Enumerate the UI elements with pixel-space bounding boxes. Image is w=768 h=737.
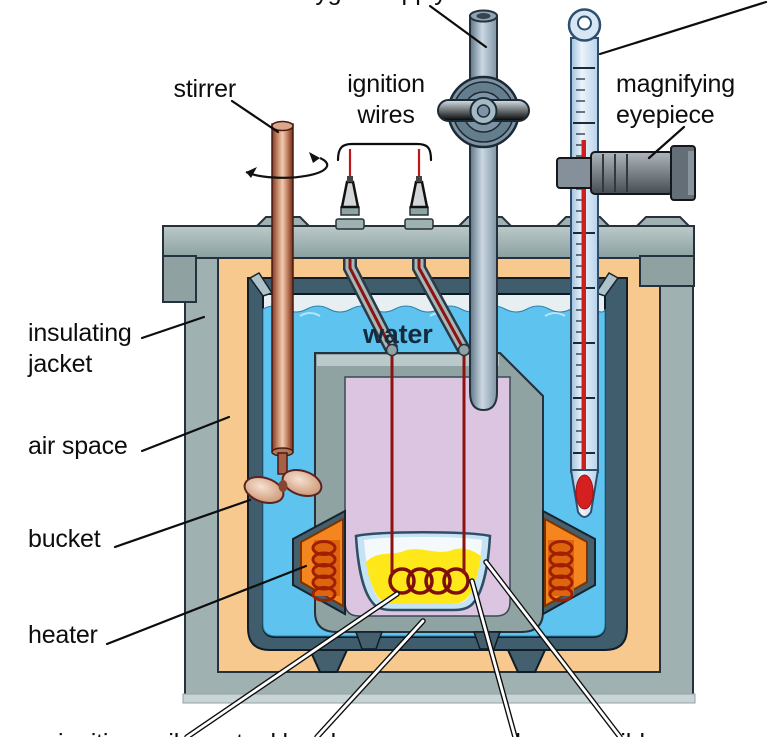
ignition-terminal <box>335 176 365 230</box>
label-air-space: air space <box>28 432 128 460</box>
leader-heater <box>105 564 308 646</box>
heater-left-shape <box>292 509 346 616</box>
oxygen-valve-shape <box>437 75 530 149</box>
leader-thermometer <box>598 0 768 56</box>
bomb-foot <box>354 631 384 650</box>
terminal-wire-stub <box>348 149 421 176</box>
ignition-coil-shape <box>388 567 470 595</box>
label-steel-bomb: steel bomb <box>224 728 374 737</box>
label-oxygen-supply: oxygen supply <box>283 0 453 8</box>
heater-right-shape <box>542 509 596 616</box>
leader-lines <box>105 0 768 646</box>
rotation-arrow <box>245 152 329 179</box>
lid-shape <box>162 149 695 303</box>
leader-crucible <box>484 560 622 737</box>
bottom-leader-lines <box>184 559 623 737</box>
leader-magnifying-eyepiece <box>647 125 686 160</box>
leader-insulating-jacket <box>140 315 206 340</box>
label-crucible: crucible <box>574 728 684 737</box>
leader-bucket <box>113 498 252 549</box>
label-heater: heater <box>28 621 98 649</box>
thermometer-shape <box>556 8 696 518</box>
leader-sample <box>470 579 517 737</box>
leader-oxygen-supply <box>428 4 488 49</box>
leader-air-space <box>140 415 231 453</box>
label-sample: sample <box>455 728 565 737</box>
crucible-shape <box>354 531 492 612</box>
label-insulating-jacket: insulating jacket <box>28 319 132 378</box>
propeller-blade <box>281 469 323 497</box>
label-bucket: bucket <box>28 525 101 553</box>
leader-ignition-coil <box>185 592 399 737</box>
oxygen-supply-tube-shape <box>437 9 530 412</box>
leader-stirrer <box>230 99 280 134</box>
thermometer-fluid-column <box>581 140 586 470</box>
thermometer-bulb <box>575 474 594 510</box>
label-stirrer: stirrer <box>173 75 237 103</box>
ignition-terminal <box>404 176 434 230</box>
propeller-blade <box>243 476 285 504</box>
label-ignition-coil: ignition coil <box>58 728 218 737</box>
ignition-wires-shape <box>343 258 471 574</box>
stirrer-shape <box>243 120 329 504</box>
leader-steel-bomb <box>315 619 425 737</box>
label-ignition-wires: ignition wires <box>347 70 425 129</box>
magnifying-eyepiece-shape <box>556 145 696 201</box>
label-magnifying-eyepiece: magnifying eyepiece <box>616 70 735 129</box>
label-water: water <box>363 319 433 349</box>
ignition-wires-bracket <box>336 142 433 162</box>
